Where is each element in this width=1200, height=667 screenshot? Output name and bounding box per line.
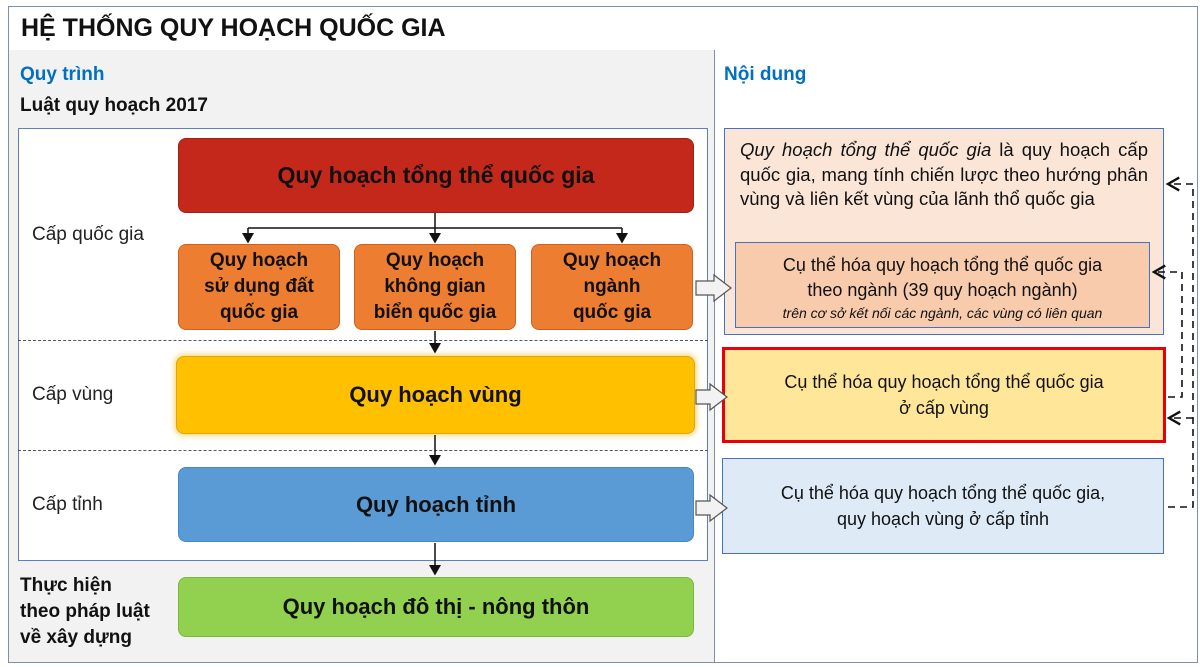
title-bar: HỆ THỐNG QUY HOẠCH QUỐC GIA — [8, 6, 1198, 51]
desc-line: ở cấp vùng — [899, 398, 989, 418]
branch-line — [248, 213, 622, 229]
desc-line: Cụ thể hóa quy hoạch tổng thể quốc gia — [784, 372, 1104, 392]
box-line: Quy hoạch — [562, 250, 662, 271]
master-description: Quy hoạch tổng thể quốc gia là quy hoạch… — [740, 138, 1148, 212]
urban-rural-plan-box: Quy hoạch đô thị - nông thôn — [178, 577, 694, 637]
dashed-arrow-left-icon — [1151, 264, 1183, 398]
level-label-regional: Cấp vùng — [32, 384, 114, 405]
feedback-dashed-arrows — [1151, 176, 1194, 508]
level-divider — [18, 450, 708, 451]
provincial-description-box: Cụ thể hóa quy hoạch tổng thể quốc gia, q… — [722, 458, 1164, 554]
block-arrow-right-icon — [695, 382, 728, 412]
block-arrows — [695, 273, 732, 523]
provincial-plan-box: Quy hoạch tỉnh — [178, 467, 694, 542]
sector-plan-box: Quy hoạch ngành quốc gia — [531, 244, 693, 330]
box-line: Quy hoạch — [385, 250, 485, 271]
regional-plan-box: Quy hoạch vùng — [176, 356, 695, 434]
level-label-provincial: Cấp tỉnh — [32, 494, 103, 515]
desc-line: quy hoạch vùng ở cấp tỉnh — [837, 509, 1049, 529]
page-title: HỆ THỐNG QUY HOẠCH QUỐC GIA — [21, 14, 446, 42]
box-line: quốc gia — [219, 302, 299, 323]
hierarchy-arrows — [242, 213, 628, 576]
master-description-text: là quy hoạch cấp quốc gia, mang tính chi… — [740, 139, 1148, 209]
box-line: không gian — [384, 276, 486, 297]
box-line: ngành — [583, 276, 641, 297]
block-arrow-right-icon — [695, 493, 728, 523]
level-label-national: Cấp quốc gia — [32, 224, 144, 245]
desc-line: Cụ thể hóa quy hoạch tổng thể quốc gia, — [780, 483, 1106, 503]
level-divider — [18, 340, 708, 341]
master-plan-box: Quy hoạch tổng thể quốc gia — [178, 138, 694, 213]
law-subheading: Luật quy hoạch 2017 — [20, 95, 208, 116]
process-heading: Quy trình — [20, 64, 105, 85]
desc-line: Cụ thể hóa quy hoạch tổng thể quốc gia — [782, 255, 1103, 275]
desc-line: theo ngành (39 quy hoạch ngành) — [807, 280, 1078, 300]
label-line: về xây dựng — [20, 627, 132, 648]
block-arrow-right-icon — [695, 273, 732, 303]
master-description-term: Quy hoạch tổng thể quốc gia — [740, 139, 992, 160]
marine-plan-box: Quy hoạch không gian biển quốc gia — [354, 244, 516, 330]
box-line: sử dụng đất — [204, 276, 314, 297]
box-line: quốc gia — [572, 302, 652, 323]
box-line: biển quốc gia — [373, 302, 497, 323]
regional-description-box: Cụ thể hóa quy hoạch tổng thể quốc gia ở … — [722, 347, 1166, 443]
sector-description-box: Cụ thể hóa quy hoạch tổng thể quốc gia t… — [735, 242, 1150, 328]
dashed-arrow-left-icon — [1165, 176, 1194, 508]
content-heading: Nội dung — [724, 64, 807, 85]
label-line: theo pháp luật — [20, 601, 150, 622]
level-label-construction: Thực hiện theo pháp luật về xây dựng — [20, 573, 150, 651]
box-line: Quy hoạch — [209, 250, 309, 271]
label-line: Thực hiện — [20, 575, 112, 596]
land-use-plan-box: Quy hoạch sử dụng đất quốc gia — [178, 244, 340, 330]
sector-note: trên cơ sở kết nối các ngành, các vùng c… — [782, 305, 1103, 321]
